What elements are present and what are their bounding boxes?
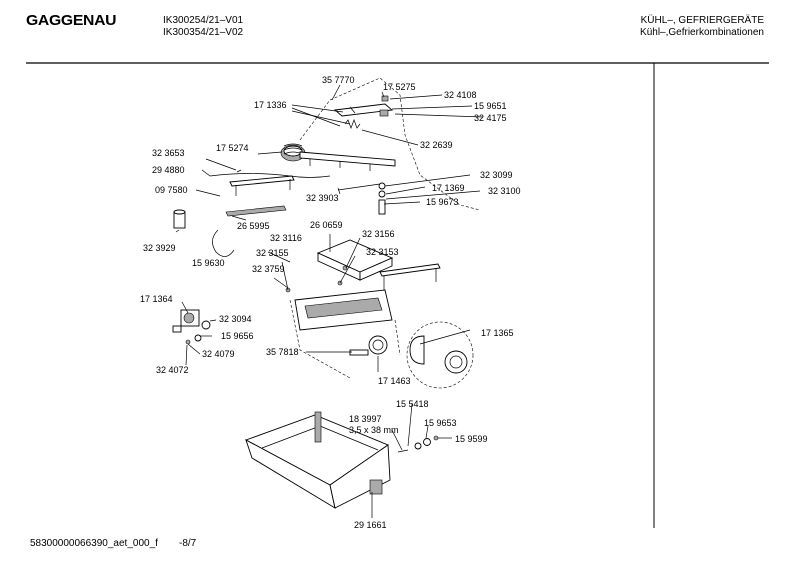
part-label: 15 9651	[474, 101, 507, 111]
part-label: 32 4175	[474, 113, 507, 123]
part-label: 15 9656	[221, 331, 254, 341]
part-label: 35 7770	[322, 75, 355, 85]
part-label: 26 5995	[237, 221, 270, 231]
document-id: 58300000066390_aet_000_f	[30, 538, 158, 549]
part-label: 17 5275	[383, 82, 416, 92]
part-label: 29 1661	[354, 520, 387, 530]
part-label: 18 3997	[349, 414, 382, 424]
part-label: 32 3099	[480, 170, 513, 180]
part-label: 29 4880	[152, 165, 185, 175]
part-label: 32 3155	[256, 248, 289, 258]
leader-lines	[175, 84, 484, 518]
category-subtitle: Kühl–,Gefrierkombinationen	[640, 27, 764, 38]
page-number: -8/7	[179, 538, 197, 549]
category-title: KÜHL–, GEFRIERGERÄTE	[640, 15, 764, 26]
part-label: 32 3153	[366, 247, 399, 257]
part-label: 32 3116	[270, 233, 302, 243]
part-labels: 35 7770 17 5275 32 4108 15 9651 32 4175 …	[140, 75, 521, 530]
part-label: 32 3903	[306, 193, 339, 203]
motor-assembly	[172, 309, 211, 345]
part-label: 32 2639	[420, 140, 453, 150]
part-label: 15 5418	[396, 399, 429, 409]
part-label: 15 9599	[455, 434, 488, 444]
part-label: 17 1463	[378, 376, 411, 386]
part-label: 32 4072	[156, 365, 189, 375]
part-label: 15 9630	[192, 258, 225, 268]
part-label: 15 9653	[424, 418, 457, 428]
brand-logo: GAGGENAU	[26, 12, 117, 29]
part-label: 32 3156	[362, 229, 395, 239]
part-label: 35 7818	[266, 347, 299, 357]
part-label: 32 3100	[488, 186, 521, 196]
part-label: 32 3653	[152, 148, 185, 158]
part-dimension: 3,5 x 38 mm	[349, 425, 399, 435]
part-label: 32 4079	[202, 349, 235, 359]
part-label: 32 3094	[219, 314, 252, 324]
part-label: 17 1364	[140, 294, 173, 304]
ice-maker-top-assembly	[280, 77, 481, 215]
part-label: 32 4108	[444, 90, 477, 100]
part-label: 17 5274	[216, 143, 249, 153]
part-label: 26 0659	[310, 220, 343, 230]
ice-tray-assembly	[285, 239, 441, 379]
part-label: 17 1369	[432, 183, 465, 193]
cam-detail	[406, 321, 474, 389]
model-number-1: IK300254/21–V01	[163, 15, 244, 26]
part-label: 17 1336	[254, 100, 287, 110]
model-number-2: IK300354/21–V02	[163, 27, 244, 38]
part-label: 09 7580	[155, 185, 188, 195]
part-label: 15 9673	[426, 197, 459, 207]
part-label: 32 3759	[252, 264, 285, 274]
ice-bin	[244, 411, 439, 509]
left-bracket-assembly	[173, 169, 331, 257]
part-label: 17 1365	[481, 328, 514, 338]
part-label: 32 3929	[143, 243, 176, 253]
